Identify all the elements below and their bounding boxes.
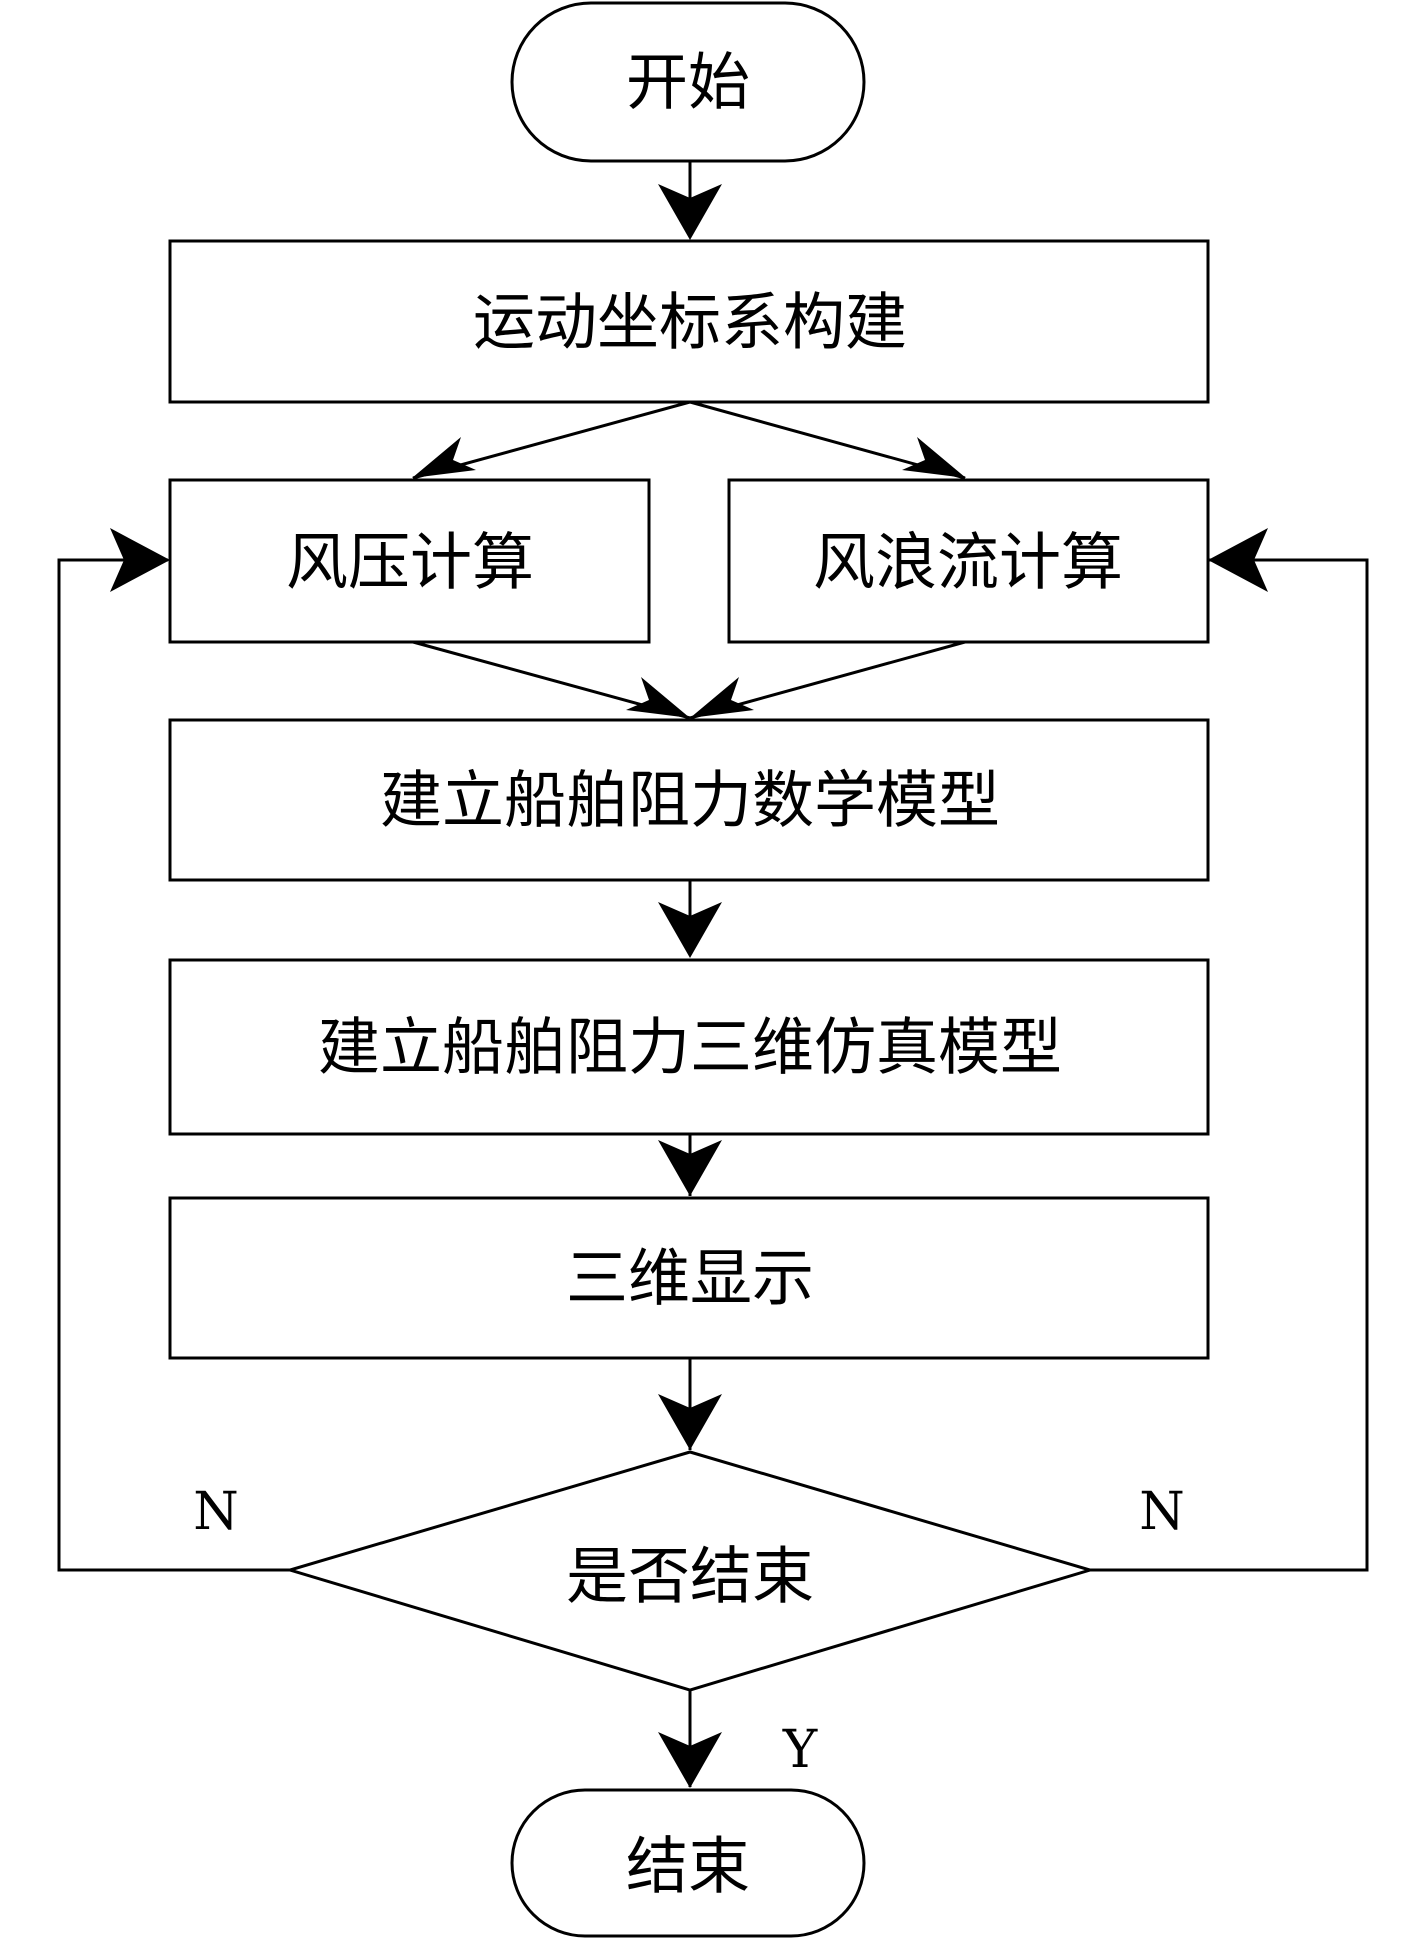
wind-wave-current-box — [727, 478, 1210, 644]
end-terminal — [510, 1788, 866, 1938]
math-model-label: 建立船舶阻力数学模型 — [380, 764, 1000, 837]
wind-pressure-label: 风压计算 — [286, 526, 534, 599]
no-label-right: N — [1139, 1482, 1185, 1542]
wind-wave-current-label: 风浪流计算 — [813, 526, 1123, 599]
edge-labels: N N Y — [193, 1482, 1185, 1780]
start-terminal — [510, 1, 866, 163]
arrow-down-right-icon — [902, 437, 966, 478]
arrow-down-icon — [658, 1732, 722, 1788]
shapes — [168, 1, 1210, 1938]
sim-model-label: 建立船舶阻力三维仿真模型 — [318, 1011, 1062, 1084]
arrow-down-icon — [658, 902, 722, 958]
coord-label: 运动坐标系构建 — [473, 286, 907, 359]
node-labels: 开始 运动坐标系构建 风压计算 风浪流计算 建立船舶阻力数学模型 建立船舶阻力三… — [286, 46, 1123, 1903]
arrow-down-right-icon — [626, 677, 690, 718]
arrow-left-icon — [1208, 528, 1268, 592]
no-label-left: N — [193, 1482, 239, 1542]
yes-label: Y — [782, 1720, 818, 1780]
arrow-down-icon — [658, 184, 722, 240]
arrow-down-left-icon — [412, 437, 476, 478]
end-label: 结束 — [626, 1830, 750, 1903]
edge-loop-left — [57, 558, 290, 1572]
coord-box — [168, 239, 1210, 404]
arrow-right-icon — [110, 528, 170, 592]
edge-loop-right — [1090, 558, 1369, 1572]
arrow-down-icon — [658, 1394, 722, 1450]
connectors — [57, 161, 1369, 1787]
arrowheads — [110, 184, 1268, 1788]
decision-diamond — [284, 1450, 1096, 1692]
start-label: 开始 — [626, 46, 750, 119]
arrow-down-icon — [658, 1140, 722, 1196]
arrow-down-left-icon — [690, 677, 754, 718]
sim-model-box — [168, 958, 1210, 1136]
math-model-box — [168, 718, 1210, 882]
wind-pressure-box — [168, 478, 651, 644]
display-label: 三维显示 — [566, 1242, 814, 1315]
decision-label: 是否结束 — [566, 1540, 814, 1613]
display-box — [168, 1196, 1210, 1360]
